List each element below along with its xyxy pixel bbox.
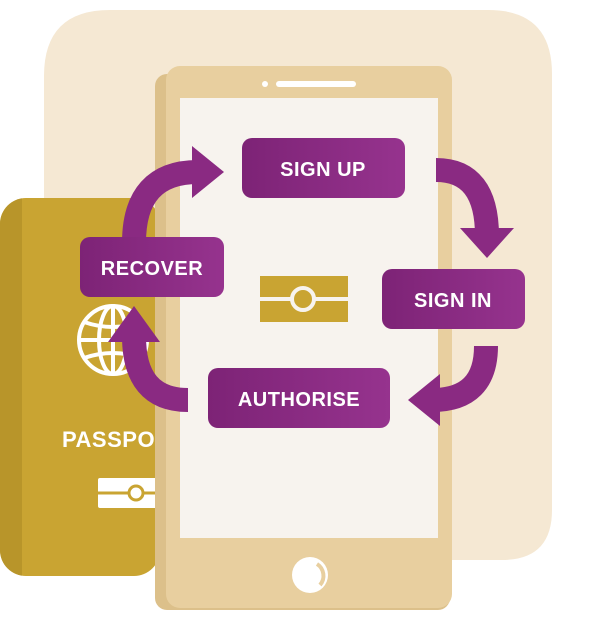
step-recover-label: RECOVER	[101, 258, 203, 280]
home-button	[292, 557, 328, 593]
passport-label: PASSPO	[62, 427, 155, 452]
passport-card-icon	[98, 478, 158, 508]
step-authorise-label: AUTHORISE	[238, 389, 360, 411]
step-sign-up: SIGN UP	[242, 138, 405, 198]
step-sign-in: SIGN IN	[382, 269, 525, 329]
step-sign-in-label: SIGN IN	[414, 290, 492, 312]
step-sign-up-label: SIGN UP	[280, 159, 366, 181]
card-icon	[260, 276, 348, 322]
cycle-arrow-icon	[108, 146, 514, 426]
step-authorise: AUTHORISE	[208, 368, 390, 428]
phone-camera	[262, 81, 268, 87]
phone-speaker	[276, 81, 356, 87]
step-recover: RECOVER	[80, 237, 224, 297]
